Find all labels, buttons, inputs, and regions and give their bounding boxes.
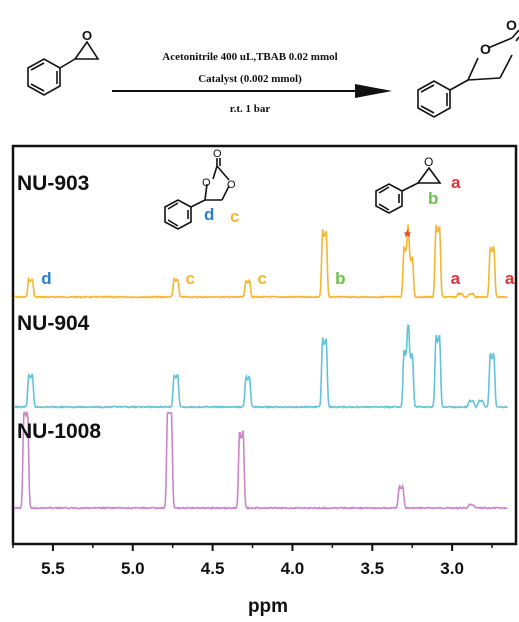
x-axis: 5.5 5.0 4.5 4.0 3.5 3.0 xyxy=(12,544,493,578)
plot-frame xyxy=(11,144,518,546)
svg-text:O: O xyxy=(227,179,236,191)
carbonate-label-c: c xyxy=(230,207,239,226)
peak-label-a-5: a xyxy=(505,269,515,288)
epoxide-label-a: a xyxy=(451,173,461,192)
x-tick-label-5: 3.0 xyxy=(440,559,464,578)
peak-label-star-6: * xyxy=(404,227,411,246)
styrene-carbonate-structure: O O xyxy=(417,17,519,118)
series-label-nu-904: NU-904 xyxy=(17,312,90,335)
spectrum-line-nu-903 xyxy=(13,224,508,299)
styrene-oxide-structure: O xyxy=(27,28,100,96)
svg-text:O: O xyxy=(82,28,92,43)
condition-line-1: Acetonitrile 400 uL,TBAB 0.02 mmol xyxy=(162,51,337,63)
svg-text:O: O xyxy=(424,155,433,169)
epoxide-inset-structure: O b a xyxy=(375,155,461,214)
series-label-nu-903: NU-903 xyxy=(17,172,89,195)
spectrum-line-nu-904 xyxy=(13,324,509,410)
peak-label-a-4: a xyxy=(451,269,461,288)
series-label-nu-1008: NU-1008 xyxy=(17,420,101,443)
x-tick-label-2: 4.5 xyxy=(201,559,225,578)
reaction-scheme: O Acetonitrile 400 uL,TBAB 0.02 mmol Cat… xyxy=(27,17,519,118)
epoxide-label-b: b xyxy=(428,189,438,208)
x-tick-label-3: 4.0 xyxy=(281,559,305,578)
peak-label-d-0: d xyxy=(41,269,51,288)
x-tick-label-4: 3.5 xyxy=(360,559,384,578)
peak-label-b-3: b xyxy=(335,269,345,288)
spectra-layer xyxy=(13,224,509,511)
x-tick-label-1: 5.0 xyxy=(121,559,145,578)
svg-text:O: O xyxy=(480,41,491,57)
svg-text:O: O xyxy=(506,17,517,33)
carbonate-label-d: d xyxy=(204,205,214,224)
reaction-arrow xyxy=(112,84,392,98)
x-axis-label: ppm xyxy=(248,596,288,617)
condition-line-2: Catalyst (0.002 mmol) xyxy=(198,73,302,85)
svg-text:O: O xyxy=(202,177,211,189)
condition-line-3: r.t. 1 bar xyxy=(230,103,271,115)
peak-label-c-1: c xyxy=(185,269,194,288)
peak-label-c-2: c xyxy=(257,269,266,288)
x-tick-label-0: 5.5 xyxy=(41,559,65,578)
carbonate-inset-structure: O O O d c xyxy=(164,148,239,230)
svg-text:O: O xyxy=(213,148,222,160)
peak-labels-layer: d c c b a a * xyxy=(41,227,515,288)
spectrum-line-nu-1008 xyxy=(13,411,508,511)
